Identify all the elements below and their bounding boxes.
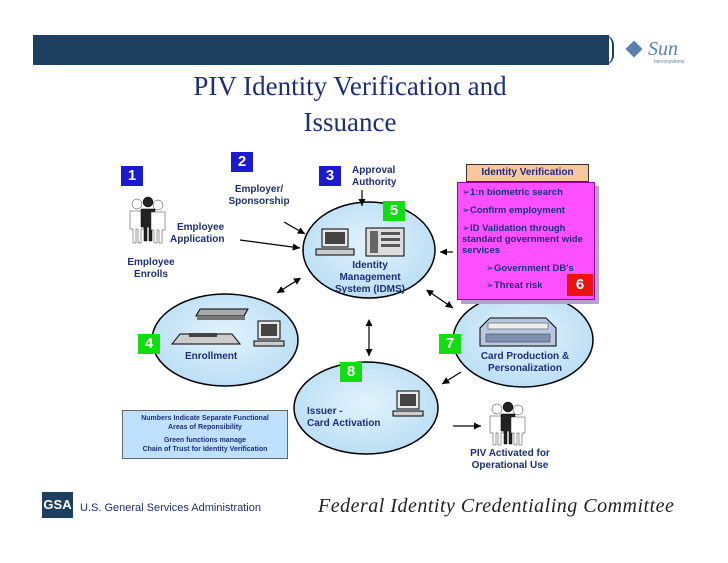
employer-label-line2: Sponsorship [228, 196, 290, 207]
step-2-badge: 2 [231, 152, 253, 172]
idv-item: ➢Threat risk [486, 280, 543, 291]
employees-figure-icon [129, 196, 166, 244]
title-line-2: Issuance [303, 107, 397, 137]
card-production-label: Card Production & Personalization [470, 351, 580, 375]
gsa-name: U.S. General Services Administration [80, 502, 261, 514]
idv-item: ➢1:n biometric search [462, 187, 563, 198]
approval-label-line2: Authority [352, 177, 397, 188]
approval-label: Approval Authority [352, 165, 396, 189]
arrow-idms-enroll [276, 277, 302, 294]
step-1-badge: 1 [121, 166, 143, 186]
enrollment-computer-icon [253, 320, 285, 347]
idms-computer-icon [315, 228, 355, 256]
employer-label: Employer/ Sponsorship [221, 184, 297, 208]
step-5-badge: 5 [383, 201, 405, 221]
step-7-badge: 7 [439, 334, 461, 354]
idms-label-line1: Identity [352, 260, 388, 271]
piv-activated-label: PIV Activated for Operational Use [460, 448, 560, 472]
enrollment-scanner-icon [195, 308, 249, 320]
header-bar [33, 35, 609, 65]
issuer-ellipse [293, 361, 439, 455]
sun-brand: Sun [648, 38, 678, 60]
idms-label-line3: System (IDMS) [334, 284, 405, 295]
idms-label: Identity Management System (IDMS) [327, 260, 413, 296]
employee-enrolls-line2: Enrolls [134, 269, 168, 280]
piv-activated-line2: Operational Use [471, 460, 549, 471]
sun-logo: Sun microsystems [625, 38, 698, 66]
employer-label-line1: Employer/ [234, 184, 284, 195]
step-8-badge: 8 [340, 362, 362, 382]
note-line: Numbers Indicate Separate Functional [141, 415, 269, 422]
idms-server-icon [365, 227, 405, 257]
idv-item: ➢Government DB's [486, 263, 574, 274]
idv-item: ➢Confirm employment [462, 205, 565, 216]
step-6-badge: 6 [567, 274, 593, 296]
enrollment-label: Enrollment [185, 351, 238, 362]
card-production-line1: Card Production & [480, 351, 570, 362]
arrow-employer [283, 221, 306, 235]
idv-item: services [462, 245, 501, 256]
gsa-logo: GSA [42, 492, 73, 518]
piv-users-figure-icon [489, 401, 526, 446]
note-line: Chain of Trust for Identity Verification [142, 446, 268, 453]
card-production-line2: Personalization [488, 363, 562, 374]
employee-application-line2: Application [170, 234, 225, 245]
arrow-idms-card [426, 289, 454, 309]
issuer-label-line2: Card Activation [307, 418, 381, 429]
note-line: Green functions manage [163, 437, 247, 444]
sun-brand-sub: microsystems [654, 59, 685, 65]
arrow-card-issuer [441, 371, 462, 385]
issuer-label-line1: Issuer - [307, 406, 343, 417]
idv-item: ➢ID Validation through [462, 223, 566, 234]
fed-committee-name: Federal Identity Credentialing Committee [318, 495, 675, 517]
identity-verification-header: Identity Verification [466, 164, 589, 182]
piv-activated-line1: PIV Activated for [470, 448, 550, 459]
employee-application-label: Employee Application [170, 222, 224, 246]
slide-title: PIV Identity Verification and Issuance [120, 68, 580, 140]
note-line: Areas of Reponsibility [168, 424, 242, 431]
title-line-1: PIV Identity Verification and [193, 71, 507, 101]
arrow-employee-app [239, 239, 301, 251]
step-3-badge: 3 [319, 166, 341, 186]
legend-note: Numbers Indicate Separate Functional Are… [122, 410, 288, 459]
issuer-label: Issuer - Card Activation [307, 406, 381, 430]
card-printer-icon [479, 317, 557, 347]
employee-enrolls-label: Employee Enrolls [118, 257, 184, 281]
employee-application-line1: Employee [177, 222, 225, 233]
employee-enrolls-line1: Employee [127, 257, 175, 268]
idv-item: standard government wide [462, 234, 583, 245]
issuer-computer-icon [392, 390, 424, 417]
approval-label-line1: Approval [352, 165, 396, 176]
idms-label-line2: Management [339, 272, 401, 283]
header-bar-cap [604, 35, 614, 65]
enrollment-pad-icon [170, 333, 242, 345]
step-4-badge: 4 [138, 334, 160, 354]
